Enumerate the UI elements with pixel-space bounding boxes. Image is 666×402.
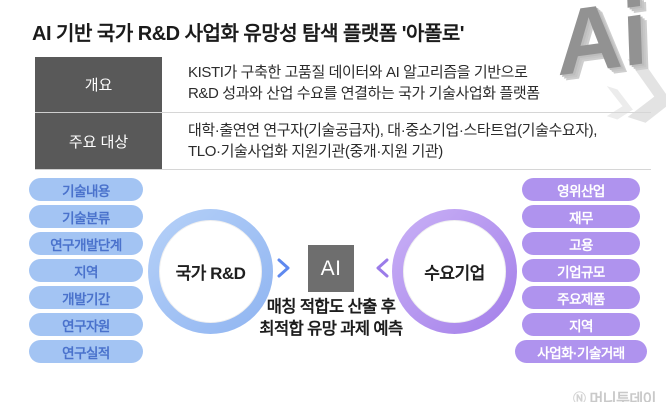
rnd-pill-dev-period: 개발기간 — [29, 286, 143, 309]
company-pill-products: 주요제품 — [522, 286, 640, 309]
rnd-pill-research-output: 연구실적 — [29, 340, 143, 363]
rnd-pill-region: 지역 — [29, 259, 143, 282]
row-label-targets: 주요 대상 — [35, 113, 162, 170]
spec-table: 개요 KISTI가 구축한 고품질 데이터와 AI 알고리즘을 기반으로 R&D… — [35, 57, 651, 170]
press-watermark: Ⓝ 머니투데이 — [572, 388, 657, 402]
national-rnd-label: 국가 R&D — [159, 220, 262, 323]
company-pill-commercialization: 사업화·기술거래 — [515, 340, 647, 363]
demand-company-label: 수요기업 — [403, 220, 506, 323]
national-rnd-circle: 국가 R&D — [148, 209, 273, 334]
press-name: 머니투데이 — [589, 391, 656, 402]
overview-line-1: KISTI가 구축한 고품질 데이터와 AI 알고리즘을 기반으로 — [188, 64, 528, 81]
company-pill-region: 지역 — [522, 313, 640, 336]
row-content-overview: KISTI가 구축한 고품질 데이터와 AI 알고리즘을 기반으로 R&D 성과… — [162, 57, 651, 113]
left-to-ai-arrow-icon — [266, 258, 302, 278]
right-to-ai-arrow-icon — [364, 258, 400, 278]
row-label-overview: 개요 — [35, 57, 162, 113]
targets-line-2: TLO·기술사업화 지원기관(중개·지원 기관) — [188, 143, 443, 160]
rnd-pill-research-resource: 연구자원 — [29, 313, 143, 336]
rnd-pill-tech-class: 기술분류 — [29, 205, 143, 228]
row-content-targets: 대학·출연연 연구자(기술공급자), 대·중소기업·스타트업(기술수요자), T… — [162, 113, 651, 170]
overview-line-2: R&D 성과와 산업 수요를 연결하는 국가 기술사업화 플랫폼 — [188, 85, 540, 102]
table-row-overview: 개요 KISTI가 구축한 고품질 데이터와 AI 알고리즘을 기반으로 R&D… — [35, 57, 651, 113]
company-attribute-list: 영위산업 재무 고용 기업규모 주요제품 지역 사업화·기술거래 — [515, 178, 647, 367]
company-pill-industry: 영위산업 — [522, 178, 640, 201]
table-row-targets: 주요 대상 대학·출연연 연구자(기술공급자), 대·중소기업·스타트업(기술수… — [35, 113, 651, 170]
caption-line-1: 매칭 적합도 산출 후 — [266, 298, 396, 316]
press-logo-icon: Ⓝ — [572, 391, 586, 402]
company-pill-size: 기업규모 — [522, 259, 640, 282]
company-pill-finance: 재무 — [522, 205, 640, 228]
page-title: AI 기반 국가 R&D 사업화 유망성 탐색 플랫폼 '아폴로' — [32, 23, 465, 45]
rnd-attribute-list: 기술내용 기술분류 연구개발단계 지역 개발기간 연구자원 연구실적 — [29, 178, 143, 367]
caption-line-2: 최적합 유망 과제 예측 — [259, 320, 403, 338]
rnd-pill-rnd-stage: 연구개발단계 — [29, 232, 143, 255]
matching-caption: 매칭 적합도 산출 후 최적합 유망 과제 예측 — [241, 296, 421, 340]
demand-company-circle: 수요기업 — [392, 209, 517, 334]
rnd-pill-tech-content: 기술내용 — [29, 178, 143, 201]
targets-line-1: 대학·출연연 연구자(기술공급자), 대·중소기업·스타트업(기술수요자), — [188, 122, 598, 139]
company-pill-employment: 고용 — [522, 232, 640, 255]
ai-engine-box: AI — [308, 245, 354, 292]
